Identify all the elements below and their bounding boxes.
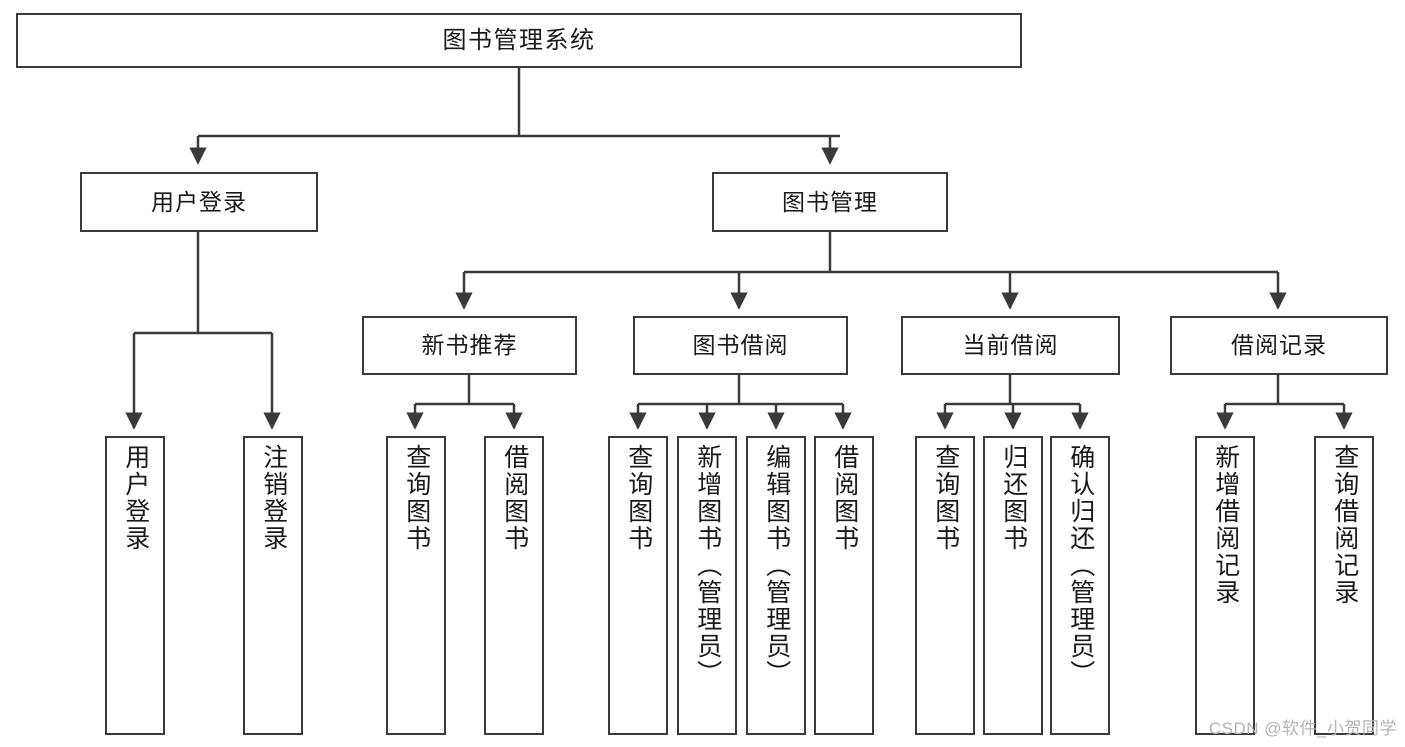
node-user-login[interactable]: 用户登录 <box>80 172 318 232</box>
leaf-current-confirm-return[interactable]: 确认归还（管理员） <box>1050 436 1110 735</box>
leaf-current-query-book[interactable]: 查询图书 <box>915 436 975 735</box>
leaf-label: 确认归还（管理员） <box>1066 444 1095 687</box>
watermark: CSDN @软件_小贺同学 <box>1208 719 1397 738</box>
leaf-label: 查询借阅记录 <box>1330 444 1359 606</box>
leaf-new-book-query[interactable]: 查询图书 <box>386 436 446 735</box>
leaf-record-add[interactable]: 新增借阅记录 <box>1195 436 1255 735</box>
node-new-book-recommend-label: 新书推荐 <box>421 332 518 359</box>
leaf-new-book-borrow[interactable]: 借阅图书 <box>484 436 544 735</box>
leaf-label: 归还图书 <box>999 444 1028 552</box>
leaf-borrow-query-book[interactable]: 查询图书 <box>608 436 668 735</box>
node-root[interactable]: 图书管理系统 <box>16 13 1022 68</box>
leaf-label: 查询图书 <box>624 444 653 552</box>
node-borrow-record[interactable]: 借阅记录 <box>1170 316 1388 375</box>
leaf-label: 用户登录 <box>121 444 150 552</box>
leaf-record-query[interactable]: 查询借阅记录 <box>1314 436 1374 735</box>
node-book-borrow-label: 图书借阅 <box>692 332 789 359</box>
leaf-label: 新增借阅记录 <box>1211 444 1240 606</box>
leaf-label: 查询图书 <box>931 444 960 552</box>
leaf-label: 注销登录 <box>259 444 288 552</box>
node-current-borrow-label: 当前借阅 <box>962 332 1059 359</box>
leaf-label: 借阅图书 <box>830 444 859 552</box>
leaf-user-login-login[interactable]: 用户登录 <box>105 436 165 735</box>
leaf-label: 新增图书（管理员） <box>693 444 722 687</box>
node-new-book-recommend[interactable]: 新书推荐 <box>362 316 577 375</box>
node-root-label: 图书管理系统 <box>442 26 596 54</box>
leaf-borrow-borrow-book[interactable]: 借阅图书 <box>814 436 874 735</box>
leaf-current-return-book[interactable]: 归还图书 <box>983 436 1043 735</box>
leaf-label: 借阅图书 <box>500 444 529 552</box>
node-book-management[interactable]: 图书管理 <box>712 172 948 232</box>
node-user-login-label: 用户登录 <box>151 188 247 215</box>
leaf-borrow-edit-book[interactable]: 编辑图书（管理员） <box>746 436 806 735</box>
node-book-borrow[interactable]: 图书借阅 <box>633 316 848 375</box>
node-current-borrow[interactable]: 当前借阅 <box>901 316 1120 375</box>
leaf-borrow-add-book[interactable]: 新增图书（管理员） <box>677 436 737 735</box>
leaf-label: 编辑图书（管理员） <box>762 444 791 687</box>
node-borrow-record-label: 借阅记录 <box>1231 332 1327 359</box>
leaf-label: 查询图书 <box>402 444 431 552</box>
node-book-management-label: 图书管理 <box>782 188 878 215</box>
leaf-user-login-logout[interactable]: 注销登录 <box>243 436 303 735</box>
